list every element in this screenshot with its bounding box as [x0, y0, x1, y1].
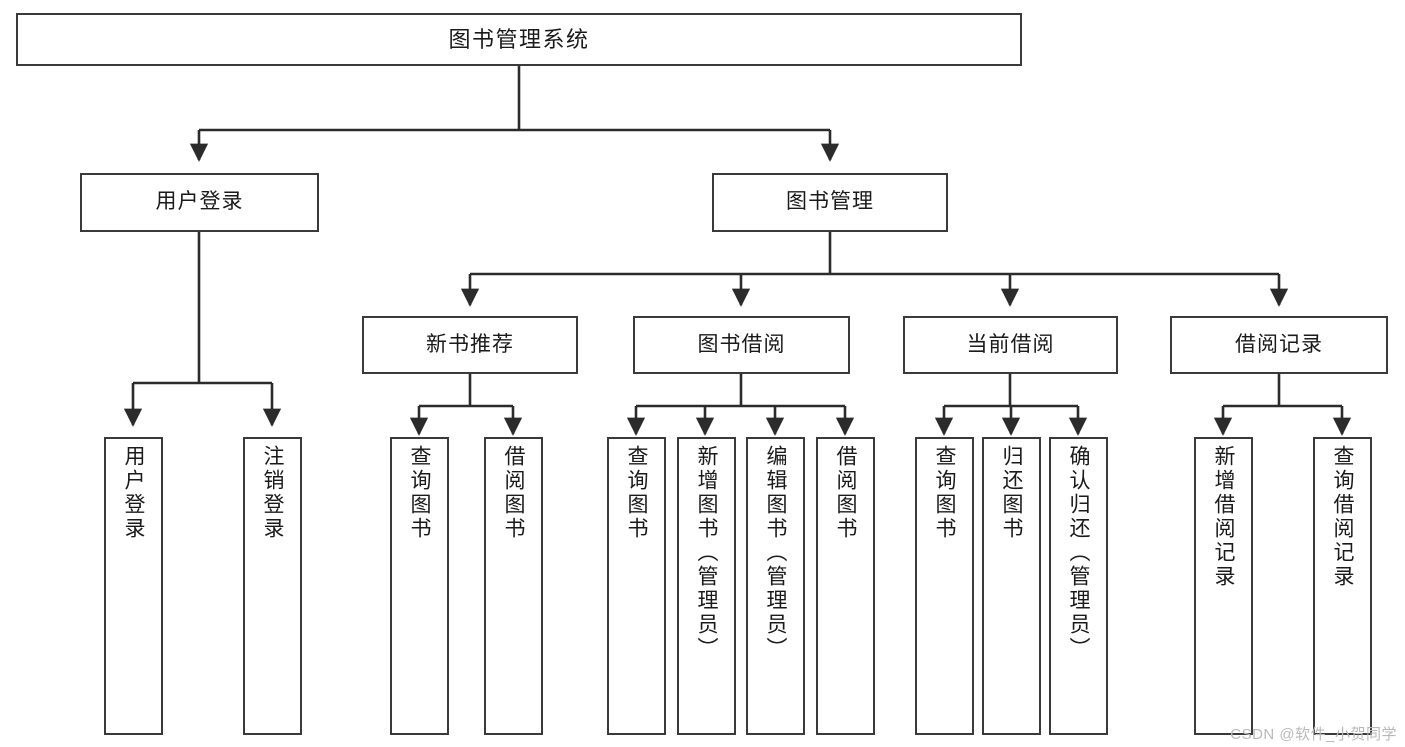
csdn-watermark: CSDN @软件_小贺同学: [1230, 726, 1397, 743]
node-label: 用户登录: [122, 445, 145, 541]
node-root-book-management-system[interactable]: 图书管理系统: [16, 13, 1022, 66]
leaf-borrow-book[interactable]: 借阅图书: [816, 437, 875, 735]
node-new-book-recommend[interactable]: 新书推荐: [362, 316, 578, 374]
leaf-logout[interactable]: 注销登录: [243, 437, 302, 735]
node-borrow-record[interactable]: 借阅记录: [1170, 316, 1388, 374]
leaf-edit-book-admin[interactable]: 编辑图书（管理员）: [746, 437, 805, 735]
leaf-borrow-book-recommend[interactable]: 借阅图书: [484, 437, 543, 735]
node-book-management[interactable]: 图书管理: [712, 173, 948, 232]
node-label: 借阅图书: [834, 445, 857, 541]
leaf-query-book-recommend[interactable]: 查询图书: [390, 437, 449, 735]
node-label: 图书管理系统: [448, 26, 590, 52]
node-label: 查询图书: [625, 445, 648, 541]
leaf-add-book-admin[interactable]: 新增图书（管理员）: [677, 437, 736, 735]
leaf-query-book-current[interactable]: 查询图书: [915, 437, 974, 735]
node-label: 确认归还（管理员）: [1067, 445, 1090, 661]
node-label: 归还图书: [1000, 445, 1023, 541]
node-label: 查询借阅记录: [1331, 445, 1354, 589]
node-label: 图书管理: [786, 190, 874, 214]
node-user-login[interactable]: 用户登录: [80, 173, 319, 232]
node-label: 新增借阅记录: [1212, 445, 1235, 589]
node-label: 注销登录: [261, 445, 284, 541]
node-current-borrow[interactable]: 当前借阅: [903, 316, 1118, 374]
node-label: 用户登录: [155, 190, 244, 214]
node-label: 当前借阅: [966, 332, 1055, 356]
node-label: 新增图书（管理员）: [695, 445, 718, 661]
node-label: 图书借阅: [697, 332, 786, 356]
leaf-user-login[interactable]: 用户登录: [104, 437, 163, 735]
node-label: 查询图书: [408, 445, 431, 541]
leaf-add-borrow-record[interactable]: 新增借阅记录: [1194, 437, 1253, 735]
leaf-query-book-borrow[interactable]: 查询图书: [607, 437, 666, 735]
leaf-return-book[interactable]: 归还图书: [982, 437, 1041, 735]
node-label: 新书推荐: [426, 332, 514, 356]
leaf-query-borrow-record[interactable]: 查询借阅记录: [1313, 437, 1372, 735]
node-book-borrow[interactable]: 图书借阅: [633, 316, 850, 374]
node-label: 借阅记录: [1235, 332, 1323, 356]
leaf-confirm-return-admin[interactable]: 确认归还（管理员）: [1049, 437, 1108, 735]
node-label: 编辑图书（管理员）: [764, 445, 787, 661]
node-label: 查询图书: [933, 445, 956, 541]
node-label: 借阅图书: [502, 445, 525, 541]
